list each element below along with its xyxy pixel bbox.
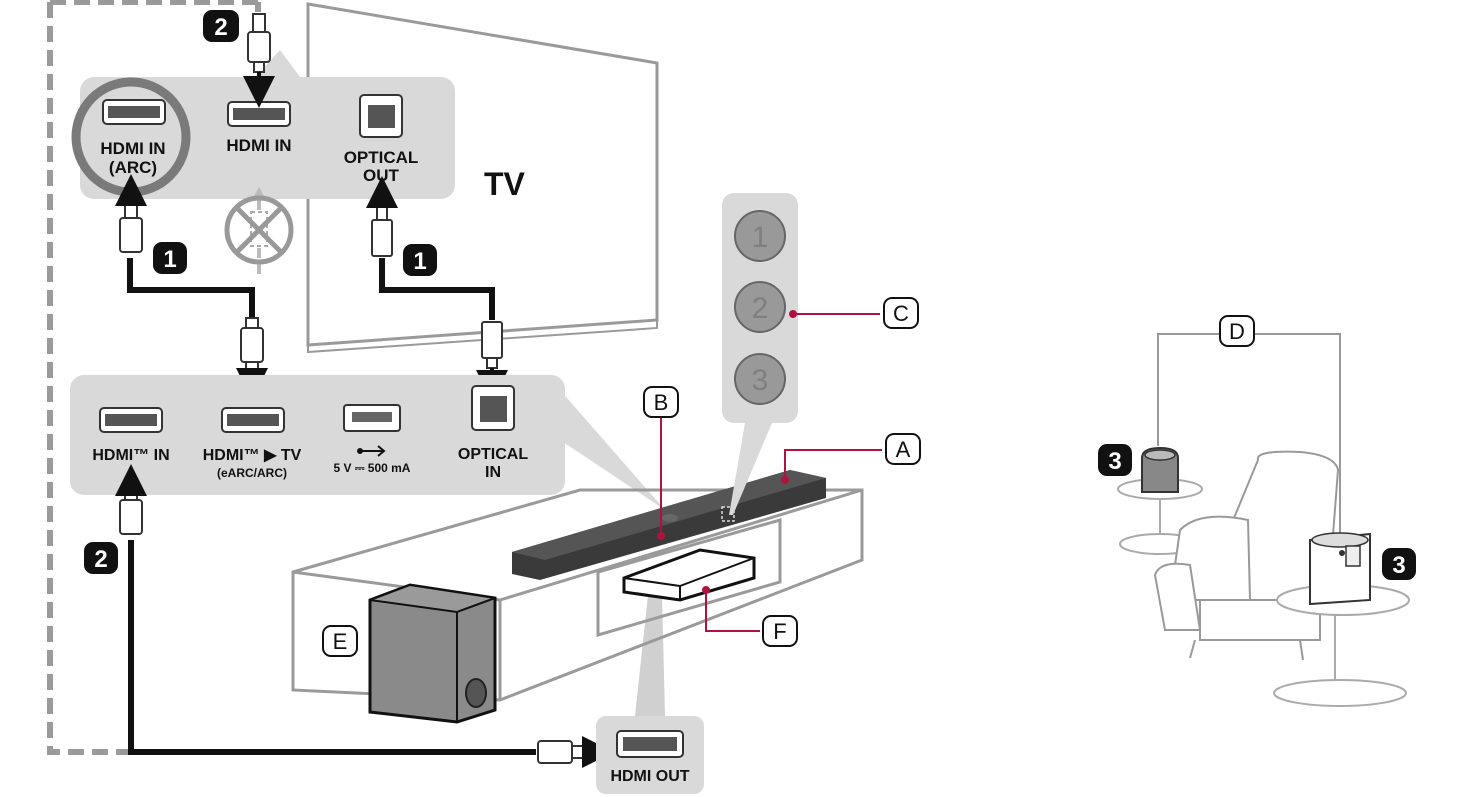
dashed-route-top: [50, 0, 261, 12]
tv-label: TV: [484, 166, 526, 202]
svg-text:3: 3: [1392, 552, 1405, 579]
hdmi-cable-step1: [115, 174, 268, 400]
rear-speaker-right: [1309, 532, 1371, 606]
mode-indicator-2: [734, 281, 786, 333]
set-top-box: [622, 548, 756, 602]
source-port-panel: HDMI OUT: [596, 595, 704, 794]
rear-speaker-scene: D 3: [1098, 315, 1416, 707]
svg-text:2: 2: [94, 546, 107, 573]
soundbar-port-panel: HDMI™ IN HDMI™ ▶ TV (eARC/ARC) 5 V ⎓ 500…: [70, 375, 665, 510]
svg-text:D: D: [1229, 319, 1245, 344]
soundbar-hdmi-tv-sublabel: (eARC/ARC): [217, 466, 287, 480]
soundbar: [512, 470, 826, 580]
soundbar-hdmi-in-label: HDMI™ IN: [92, 447, 169, 464]
step-3-badge-right: 3: [1382, 548, 1416, 580]
svg-text:2: 2: [214, 14, 227, 41]
step-1-badge-left: 1: [153, 242, 187, 274]
tv-outline: [306, 2, 659, 354]
tv-stand: [291, 488, 864, 702]
svg-text:B: B: [654, 390, 669, 415]
usb-port-icon: [343, 404, 401, 457]
step-2-badge-top: 2: [203, 10, 239, 42]
soundbar-hdmi-tv-label: HDMI™ ▶ TV: [203, 447, 302, 464]
mode-indicator-1: [734, 210, 786, 262]
svg-text:1: 1: [413, 248, 426, 275]
subwoofer: [368, 583, 497, 724]
svg-text:1: 1: [163, 246, 176, 273]
soundbar-optical-sublabel: IN: [485, 464, 501, 481]
mode-indicator-2-label: 2: [752, 292, 769, 325]
svg-text:E: E: [333, 629, 348, 654]
source-hdmi-out-label: HDMI OUT: [610, 768, 689, 785]
callout-leaders: [657, 310, 882, 632]
armchair: [1153, 450, 1340, 661]
hdmi-port-icon: [102, 99, 166, 125]
svg-text:A: A: [896, 437, 911, 462]
tv-optical-sublabel: OUT: [363, 166, 400, 185]
callout-e: E: [322, 625, 358, 657]
hdmi-port-icon: [221, 407, 285, 433]
step-2-badge-bottom: 2: [84, 542, 118, 574]
no-connection-icon: [224, 187, 294, 280]
hdmi-plug-icon: [247, 13, 271, 73]
tv-hdmi-arc-sublabel: (ARC): [109, 158, 157, 177]
optical-port-icon: [359, 94, 403, 138]
mode-indicator-3: [734, 353, 786, 405]
side-table-right: [1273, 584, 1410, 707]
hdmi-port-icon: [99, 407, 163, 433]
svg-text:F: F: [773, 619, 786, 644]
soundbar-usb-label: 5 V ⎓ 500 mA: [334, 461, 411, 475]
callout-f: F: [762, 615, 798, 647]
mode-indicator-1-label: 1: [752, 221, 769, 254]
soundbar-optical-label: OPTICAL: [458, 446, 528, 463]
callout-d: D: [1219, 315, 1255, 347]
tv-optical-label: OPTICAL: [344, 148, 419, 167]
tv-hdmi-arc-label: HDMI IN: [100, 139, 165, 158]
mode-indicator-panel: 1 2 3: [722, 193, 798, 515]
rear-speaker-left: [1141, 446, 1179, 493]
mode-indicator-3-label: 3: [752, 364, 769, 397]
callout-a: A: [885, 433, 921, 465]
callout-b: B: [643, 386, 679, 418]
tv-port-panel: HDMI IN (ARC) HDMI IN OPTICAL OUT: [71, 50, 455, 199]
svg-text:3: 3: [1108, 448, 1121, 475]
hdmi-port-icon: [227, 101, 291, 127]
hdmi-cable-step2: [115, 464, 614, 768]
callout-c: C: [883, 297, 919, 329]
optical-cable-step1: [366, 176, 508, 402]
tv-hdmi-label: HDMI IN: [226, 136, 291, 155]
step-1-badge-right: 1: [403, 244, 437, 276]
optical-port-icon: [471, 385, 515, 431]
svg-text:C: C: [893, 301, 909, 326]
step-3-badge-left: 3: [1098, 444, 1132, 476]
